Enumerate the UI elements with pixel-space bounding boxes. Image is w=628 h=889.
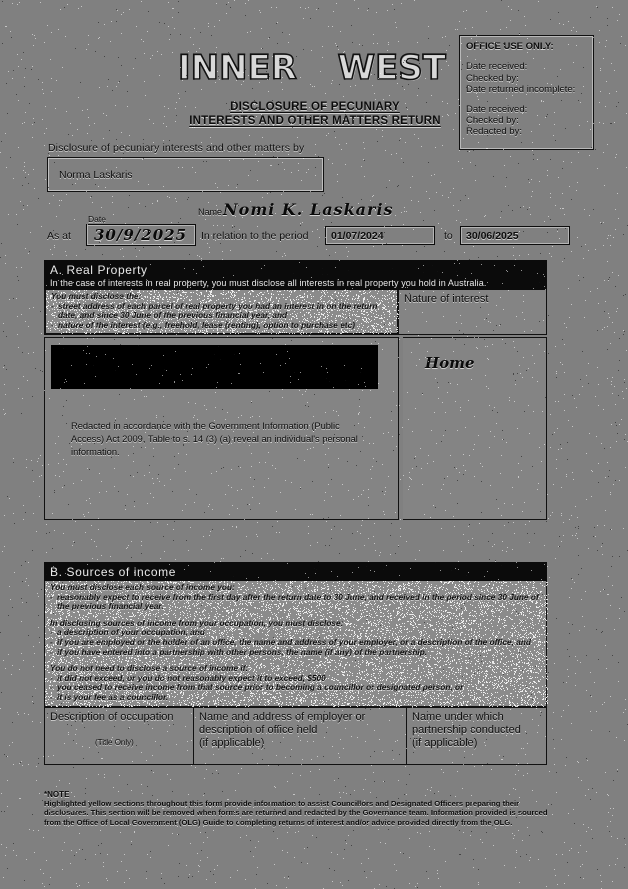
section-a-band: A. Real Property In the case of interest… [44,260,547,290]
section-a-body-row: Redacted in accordance with the Governme… [44,337,547,521]
disclosing-person-value: Norma Laskaris [59,169,133,181]
section-b-instructions: You must disclose each source of income … [44,581,548,707]
section-b-heading: B. Sources of income [50,565,177,579]
handwritten-name-row: Name Nomi K. Laskaris [198,200,394,219]
office-use-group-2: Date received: Checked by: Redacted by: [466,104,587,138]
section-b-instructions-lead-2: In disclosing sources of income from you… [50,618,344,628]
office-use-heading: OFFICE USE ONLY: [466,41,554,52]
section-a-nature-cell[interactable]: Home [403,337,547,521]
table-header-employer-line1: Name and address of employer or [199,710,366,723]
section-b-instruction-item: a description of your occupation, and [50,628,541,638]
office-use-group-1: Date received: Checked by: Date returned… [466,61,587,95]
instructions-spacer [50,657,541,664]
table-header-partnership: Name under which partnership conducted (… [407,706,547,765]
nature-of-interest-header: Nature of interest [404,293,489,305]
period-from-value: 01/07/2024 [331,230,384,242]
table-header-partnership-line1: Name under which [412,710,504,723]
table-header-employer: Name and address of employer or descript… [194,706,407,765]
logo-word-inner: INNER [177,48,298,88]
period-label: In relation to the period [201,230,309,242]
nature-of-interest-value: Home [425,354,475,373]
section-a-instructions-lead: You must disclose the: [51,292,142,301]
section-b-table-header: Description of occupation (Title Only) N… [44,706,547,765]
period-to-value: 30/06/2025 [466,230,519,242]
instructions-spacer [50,612,541,619]
office-checked-by-2: Checked by: [466,115,519,127]
section-a-real-property: A. Real Property In the case of interest… [44,260,547,548]
office-date-received-1: Date received: [466,61,528,73]
table-header-occupation: Description of occupation (Title Only) [44,706,194,765]
office-date-returned-incomplete: Date returned incomplete: [466,84,576,96]
section-b-instruction-item: you ceased to receive income from that s… [50,683,541,693]
office-use-only-box: OFFICE USE ONLY: Date received: Checked … [459,35,594,150]
date-caption: Date [88,214,106,224]
table-header-partnership-line2: partnership conducted [412,723,521,736]
section-a-subheading: In the case of interests in real propert… [50,278,487,288]
footer-note-body: Highlighted yellow sections throughout t… [44,799,548,827]
redaction-note: Redacted in accordance with the Governme… [71,421,358,457]
office-checked-by-1: Checked by: [466,72,519,84]
section-a-instruction-item: nature of the interest (e.g., freehold, … [51,321,392,331]
section-a-instructions: You must disclose the: street address of… [45,290,399,335]
section-b-instructions-lead-1: You must disclose each source of income … [50,583,235,592]
section-b-instructions-lead-3: You do not need to disclose a source of … [50,664,249,674]
section-a-heading: A. Real Property [50,263,148,277]
title-line-2: INTERESTS AND OTHER MATTERS RETURN [189,115,441,127]
section-b-instruction-item: reasonably expect to receive from the fi… [50,593,541,612]
as-at-label: As at [47,230,71,242]
section-b-band: B. Sources of income [44,562,547,581]
table-header-employer-line3: (if applicable) [199,736,265,749]
section-a-instructions-cell: You must disclose the: street address of… [44,290,399,336]
section-b-sources-of-income: B. Sources of income You must disclose e… [44,562,548,779]
period-to-field[interactable]: 30/06/2025 [460,226,570,245]
as-at-date-value: 30/9/2025 [94,226,188,244]
footer-note: *NOTE Highlighted yellow sections throug… [44,790,549,827]
as-at-date-field[interactable]: 30/9/2025 [86,224,196,246]
title-line-1: DISCLOSURE OF PECUNIARY [230,101,400,113]
table-header-employer-line2: description of office held [199,723,318,736]
section-b-instruction-item: it is your fee as a councillor. [50,693,541,703]
table-header-partnership-line3: (if applicable) [412,736,478,749]
section-a-nature-header-cell: Nature of interest [399,290,547,336]
disclosing-person-field[interactable]: Norma Laskaris [47,157,324,192]
inner-west-logo: INNER WEST [177,47,447,89]
section-a-address-cell[interactable]: Redacted in accordance with the Governme… [44,337,399,521]
section-a-instruction-item: street address of each parcel of real pr… [51,302,392,321]
logo-word-west: WEST [337,48,447,88]
period-to-label: to [444,230,453,242]
section-b-instruction-item: if you have entered into a partnership w… [50,648,541,658]
disclosure-by-label: Disclosure of pecuniary interests and ot… [48,142,305,154]
section-b-instruction-item: it did not exceed, or you do not reasona… [50,674,541,684]
handwritten-name-value: Nomi K. Laskaris [223,200,394,219]
section-b-instruction-item: if you are employed or the holder of an … [50,638,541,648]
table-header-occupation-label: Description of occupation [50,710,174,723]
page-title: DISCLOSURE OF PECUNIARY INTERESTS AND OT… [130,100,500,128]
office-redacted-by: Redacted by: [466,126,522,138]
period-from-field[interactable]: 01/07/2024 [325,226,435,245]
section-a-header-row: You must disclose the: street address of… [44,290,547,336]
name-label: Name [198,207,223,217]
redaction-bar [51,345,378,390]
table-header-occupation-sub: (Title Only) [95,737,134,747]
footer-note-heading: *NOTE [44,790,70,799]
office-date-received-2: Date received: [466,103,528,115]
